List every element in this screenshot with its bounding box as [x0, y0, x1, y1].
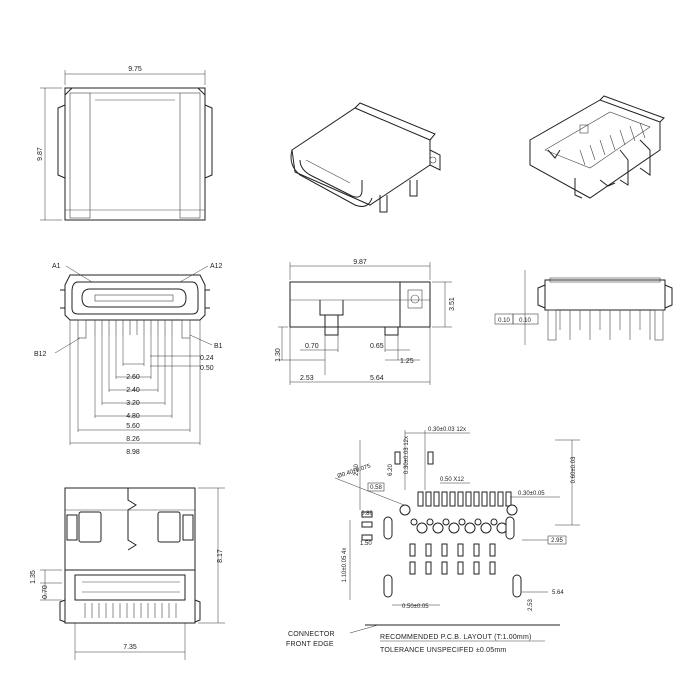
pcb-dim-11: 2.53: [528, 599, 534, 611]
bottom-dim-7-35: 7.35: [123, 644, 137, 651]
pcb-dim-0: 0.30±0.03 12x: [428, 427, 466, 433]
top-view: 9.75 9.87: [37, 66, 213, 221]
label-a12: A12: [210, 263, 223, 270]
dim-2-40: 2.40: [126, 387, 140, 394]
pcb-top-pads: [417, 491, 512, 507]
front-edge-label: FRONT EDGE: [286, 641, 334, 648]
front-view: A1 A12 B12 B1 0.24 0.50 2.60 2.40 3.20 4…: [34, 263, 223, 456]
side-height-dim: 3.51: [449, 297, 456, 311]
pin-view: 0.10 0.10: [494, 270, 673, 345]
bottom-dim-8-17: 8.17: [217, 549, 224, 563]
recommended-pcb-note: RECOMMENDED P.C.B. LAYOUT (T:1.00mm): [380, 634, 532, 641]
pcb-dim-7: 1.50: [360, 541, 372, 547]
dim-2-60: 2.60: [126, 374, 140, 381]
iso-view-front: [290, 102, 441, 213]
top-width-dim: 9.75: [128, 66, 142, 73]
pcb-dim-5: 0.58: [370, 485, 382, 491]
side-dim-1-30: 1.30: [275, 348, 282, 362]
dim-8-98: 8.98: [126, 449, 140, 456]
pcb-dim-9: 2.95: [551, 538, 563, 544]
pcb-round-pads: [399, 504, 518, 534]
side-length-dim: 9.87: [353, 259, 367, 266]
dim-3-20: 3.20: [126, 400, 140, 407]
tolerance-note: TOLERANCE UNSPECIFED ±0.05mm: [380, 647, 506, 654]
iso-view-back: [529, 95, 665, 199]
side-view: 9.87 3.51 1.30 0.70 0.65 1.25 2.53 5.64: [275, 259, 456, 385]
side-dim-1-25: 1.25: [400, 358, 414, 365]
dim-0-24: 0.24: [200, 355, 214, 362]
pcb-layout: 0.30±0.03 12x 0.50 X12 0.30±0.05 0.30±0.…: [286, 427, 580, 654]
pcb-dim-12: 0.50±0.05: [402, 604, 429, 610]
side-dim-0-65: 0.65: [370, 343, 384, 350]
side-dim-5-64: 5.64: [370, 375, 384, 382]
connector-label: CONNECTOR: [288, 631, 335, 638]
pcb-dim-10: 5.64: [552, 590, 564, 596]
pcb-dim-6: 0.80: [361, 511, 373, 517]
pcb-dim-3: 0.30±0.03 12x: [404, 436, 410, 474]
label-b12: B12: [34, 351, 47, 358]
pin-tag-b: 0.10: [519, 318, 531, 324]
dim-8-26: 8.26: [126, 436, 140, 443]
pcb-dim-13: 0.60±0.03: [571, 456, 577, 483]
pcb-dim-2: 0.30±0.05: [518, 491, 545, 497]
pin-tag-a: 0.10: [498, 318, 510, 324]
pcb-dim-14: 2.20: [354, 464, 360, 476]
bottom-dim-1-35: 1.35: [30, 570, 37, 584]
dim-0-50: 0.50: [200, 365, 214, 372]
side-dim-0-70: 0.70: [305, 343, 319, 350]
pcb-dim-8: 1.10±0.05 4x: [342, 548, 348, 583]
dim-5-60: 5.60: [126, 423, 140, 430]
pcb-dim-15: 6.20: [388, 464, 394, 476]
side-dim-2-53: 2.53: [300, 375, 314, 382]
label-a1: A1: [52, 263, 61, 270]
bottom-dim-0-70: 0.70: [42, 585, 49, 599]
bottom-view: 1.35 0.70 8.17 7.35: [30, 487, 225, 660]
pcb-dim-1: 0.50 X12: [440, 477, 465, 483]
label-b1: B1: [214, 343, 223, 350]
top-height-dim: 9.87: [37, 147, 44, 161]
dim-4-80: 4.80: [126, 413, 140, 420]
pcb-bottom-pads: [409, 543, 496, 575]
